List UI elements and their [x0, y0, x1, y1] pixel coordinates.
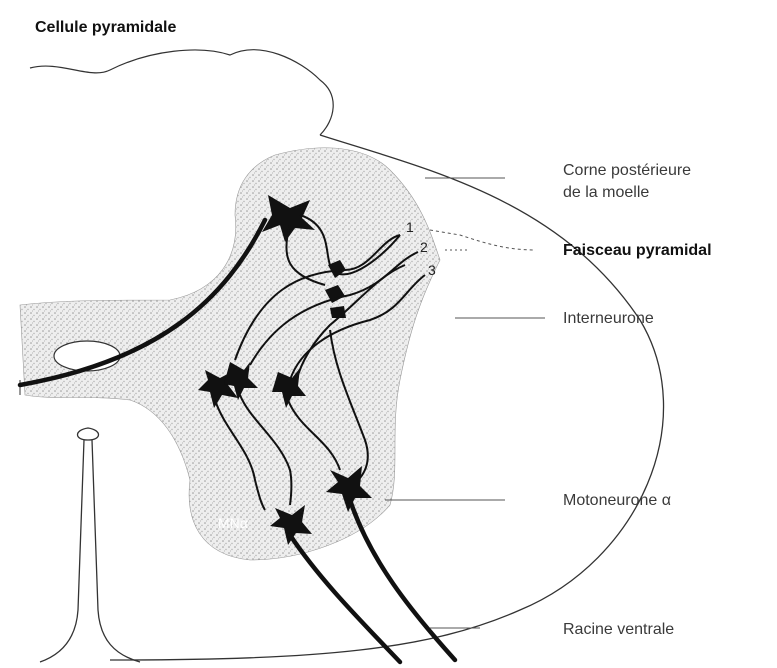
fiber-number-2: 2: [420, 239, 428, 255]
ventral-root-axon-1: [290, 535, 400, 662]
diagram-title: Cellule pyramidale: [35, 19, 176, 36]
label-racine: Racine ventrale: [563, 621, 674, 638]
cortex-outline: [30, 50, 333, 135]
label-interneurone: Interneurone: [563, 310, 654, 327]
ventral-fissure: [40, 428, 140, 662]
fiber-number-3: 3: [428, 262, 436, 278]
label-corne-line1: Corne postérieure: [563, 162, 691, 179]
fiber-number-1: 1: [406, 219, 414, 235]
label-corne-line2: de la moelle: [563, 184, 649, 201]
label-mn-alpha: MNα: [218, 515, 248, 531]
label-motoneurone: Motoneurone α: [563, 492, 671, 509]
label-faisceau: Faisceau pyramidal: [563, 242, 712, 259]
